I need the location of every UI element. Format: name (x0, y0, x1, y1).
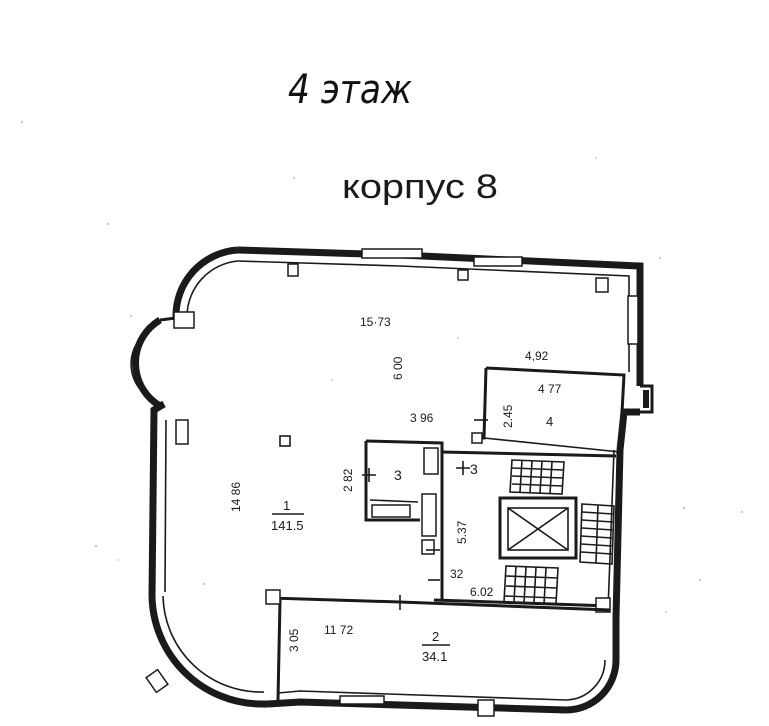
dim-32: 32 (450, 567, 464, 581)
dim-6-02: 6.02 (470, 585, 494, 599)
dim-11-72: 11 72 (324, 623, 353, 637)
room-1-number: 1 (283, 498, 290, 513)
floor-title: 4 этаж (288, 67, 412, 113)
dim-4-92: 4,92 (525, 349, 549, 363)
dim-14-86: 14 86 (229, 482, 243, 512)
room-2-walls (265, 589, 611, 701)
room-2-number: 2 (432, 629, 439, 644)
dim-3-05: 3 05 (287, 628, 301, 652)
side-stair (579, 503, 615, 565)
room-3a-number: 3 (394, 467, 402, 483)
dim-4-77: 4 77 (538, 382, 562, 396)
room-3b-number: 3 (470, 461, 478, 477)
column-marker (279, 435, 291, 447)
exterior-walls (130, 246, 654, 717)
lower-stair (503, 565, 559, 605)
dim-15-73: 15·73 (360, 315, 391, 329)
elevator-shaft (498, 496, 578, 560)
room-4-number: 4 (546, 414, 553, 429)
room-1-area: 141.5 (271, 518, 304, 533)
dim-3-96: 3 96 (410, 411, 434, 425)
scan-noise (21, 121, 743, 613)
upper-stair (509, 459, 565, 495)
dimension-ticks (362, 419, 488, 581)
building-title: корпус 8 (342, 168, 498, 206)
dim-5-37: 5.37 (455, 520, 469, 544)
room-2-area: 34.1 (422, 649, 447, 664)
dim-2-45: 2.45 (501, 404, 515, 428)
room-4-walls (471, 366, 626, 453)
dim-2-82: 2 82 (341, 468, 355, 492)
dim-6-00: 6 00 (391, 356, 405, 380)
core-walls (364, 439, 617, 613)
